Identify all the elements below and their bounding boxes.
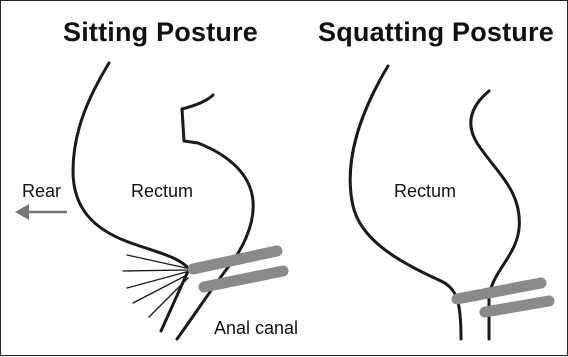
squatting-posture-title: Squatting Posture [318, 19, 554, 46]
sitting-muscle-bands [193, 251, 283, 287]
rear-label: Rear [22, 182, 61, 200]
sitting-posture-title: Sitting Posture [63, 19, 258, 46]
squatting-rectum-label: Rectum [394, 182, 456, 200]
sitting-band-upper [193, 251, 277, 269]
squatting-band-lower [485, 301, 549, 312]
squatting-muscle-bands [457, 283, 549, 312]
squatting-rectum-outline [350, 66, 519, 339]
sitting-front-wall [177, 95, 253, 339]
squatting-band-upper [457, 283, 541, 299]
rear-arrow [15, 204, 67, 220]
anal-canal-label: Anal canal [214, 319, 298, 337]
sitting-rectum-outline [73, 63, 253, 339]
sitting-rectum-label: Rectum [131, 182, 193, 200]
sitting-band-lower [204, 271, 283, 287]
strain-rays [123, 255, 188, 317]
squatting-rear-wall [350, 66, 461, 339]
